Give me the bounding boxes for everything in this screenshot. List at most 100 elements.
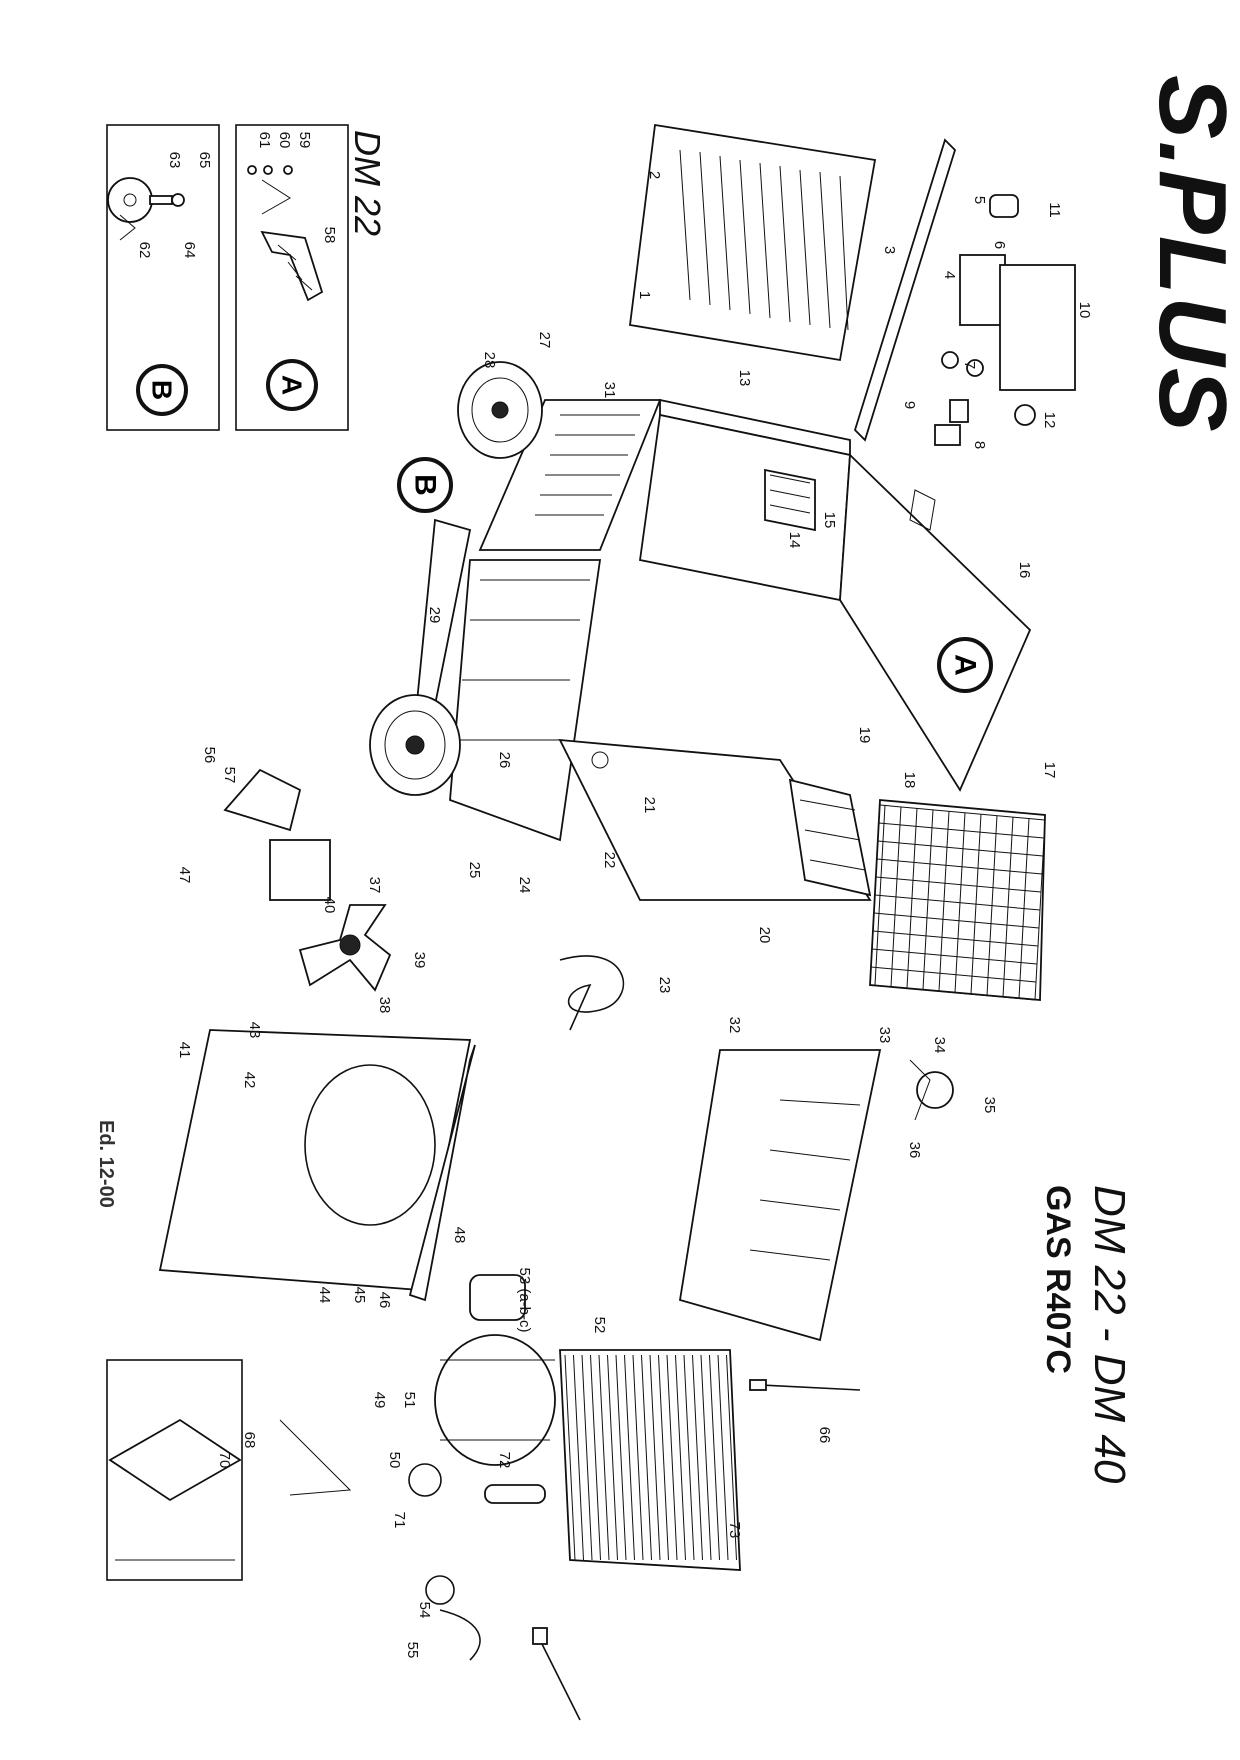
part-label-48: 48 — [451, 1227, 468, 1244]
part-35-float — [909, 1059, 954, 1121]
part-label-11: 11 — [1046, 202, 1063, 218]
part-label-32: 32 — [726, 1017, 743, 1034]
part-label-43: 43 — [246, 1022, 263, 1039]
svg-text:B: B — [409, 474, 442, 496]
part-label-31: 31 — [601, 382, 618, 399]
part-label-40: 40 — [321, 897, 338, 914]
main-frame: A B — [397, 398, 1046, 1001]
svg-text:DM 22: DM 22 — [347, 130, 388, 236]
part-label-28: 28 — [481, 352, 498, 369]
part-label-42: 42 — [241, 1072, 258, 1089]
inset-label-60: 60 — [276, 132, 293, 149]
part-label-3: 3 — [881, 246, 898, 254]
part-23-cord — [559, 955, 625, 1031]
part-label-2: 2 — [646, 171, 663, 179]
part-72-dryer — [484, 1484, 546, 1504]
badge-b-inset: B — [136, 364, 188, 416]
part-label-49: 49 — [371, 1392, 388, 1409]
part-71-loop — [408, 1463, 442, 1497]
inset-label-58: 58 — [321, 227, 338, 244]
part-label-20: 20 — [756, 927, 773, 944]
part-54 — [425, 1575, 455, 1605]
part-label-36: 36 — [906, 1142, 923, 1159]
part-58-handle — [260, 230, 324, 302]
part-label-26: 26 — [496, 752, 513, 769]
part-label-57: 57 — [221, 767, 238, 784]
inset-label-64: 64 — [181, 242, 198, 259]
inset-label-61: 61 — [256, 132, 273, 149]
part-label-33: 33 — [876, 1027, 893, 1044]
part-label-51: 51 — [401, 1392, 418, 1409]
svg-text:A: A — [277, 375, 308, 395]
title-block: DM 22 - DM 40 GAS R407C — [1039, 1185, 1134, 1484]
part-label-44: 44 — [316, 1287, 333, 1304]
svg-text:A: A — [949, 654, 982, 676]
part-label-52: 52 — [591, 1317, 608, 1334]
part-label-70: 70 — [216, 1452, 233, 1469]
part-label-8: 8 — [971, 441, 988, 449]
inset-label-62: 62 — [136, 242, 153, 259]
part-label-6: 6 — [991, 241, 1008, 249]
part-label-27: 27 — [536, 332, 553, 349]
part-label-22: 22 — [601, 852, 618, 869]
compressor — [434, 1334, 556, 1466]
logo-text: S.PLUS — [1139, 75, 1240, 434]
inset-label-65: 65 — [196, 152, 213, 169]
part-label-53: 53 (a-b-c) — [516, 1267, 533, 1332]
part-label-46: 46 — [376, 1292, 393, 1309]
part-label-29: 29 — [426, 607, 443, 624]
inset-panel-a — [235, 124, 349, 431]
inset-label-63: 63 — [166, 152, 183, 169]
part-label-15: 15 — [821, 512, 838, 529]
part-label-38: 38 — [376, 997, 393, 1014]
part-label-17: 17 — [1041, 762, 1058, 779]
part-label-39: 39 — [411, 952, 428, 969]
inset-panels: DM 22 A B — [106, 124, 388, 431]
part-17-filter — [869, 799, 1046, 1001]
inset-panel-c — [106, 1359, 352, 1581]
svg-text:Ed. 12-00: Ed. 12-00 — [95, 1120, 117, 1208]
part-62-wheel — [107, 177, 185, 241]
part-number-labels: 1234567891011121314151617181920212223242… — [136, 132, 1093, 1659]
badge-a-body: A — [937, 637, 993, 693]
part-label-4: 4 — [941, 271, 958, 279]
part-label-16: 16 — [1016, 562, 1033, 579]
controls-cluster — [934, 194, 1076, 446]
badge-b-body: B — [397, 457, 453, 513]
part-label-55: 55 — [404, 1642, 421, 1659]
part-label-73: 73 — [726, 1522, 743, 1539]
inset-model-label: DM 22 — [347, 130, 388, 236]
part-label-9: 9 — [901, 401, 918, 409]
part-3-handle — [853, 138, 957, 442]
part-label-7: 7 — [961, 361, 978, 369]
part-66-sensor-b — [539, 1639, 581, 1721]
part-label-21: 21 — [641, 797, 658, 814]
part-label-35: 35 — [981, 1097, 998, 1114]
part-label-50: 50 — [386, 1452, 403, 1469]
part-label-1: 1 — [636, 291, 653, 299]
capacitor — [469, 1274, 526, 1321]
part-label-54: 54 — [416, 1602, 433, 1619]
part-label-10: 10 — [1076, 302, 1093, 319]
part-label-37: 37 — [366, 877, 383, 894]
part-32-tray — [678, 1049, 882, 1342]
part-label-45: 45 — [351, 1287, 368, 1304]
part-label-23: 23 — [656, 977, 673, 994]
part-label-13: 13 — [736, 370, 753, 387]
part-label-41: 41 — [176, 1042, 193, 1059]
wheel-lower — [369, 694, 461, 796]
part-label-47: 47 — [176, 867, 193, 884]
part-41-cover — [158, 1029, 476, 1302]
part-label-66: 66 — [816, 1427, 833, 1444]
inset-panel-b — [106, 124, 220, 431]
part-66-sensor-a — [759, 1384, 861, 1391]
brand-logo: S.PLUS — [1139, 75, 1240, 434]
part-label-25: 25 — [466, 862, 483, 879]
part-55 — [439, 1609, 481, 1661]
part-73-coil — [559, 1349, 741, 1571]
fan-assembly — [223, 768, 392, 992]
part-label-14: 14 — [786, 532, 803, 549]
part-59-61-screws — [247, 165, 293, 215]
